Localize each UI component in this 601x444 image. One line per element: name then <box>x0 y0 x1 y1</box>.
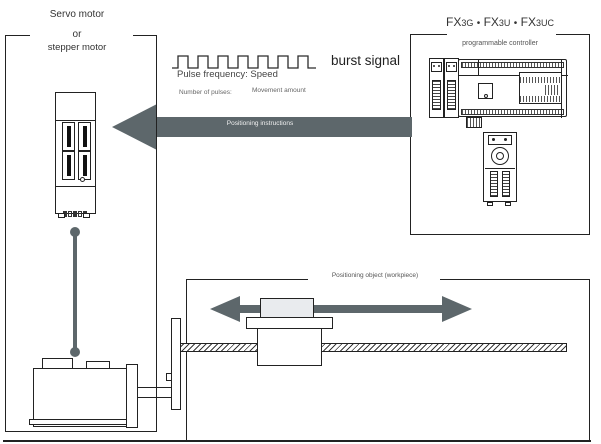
io-label-strip <box>520 77 560 83</box>
or-label: or <box>72 29 82 40</box>
plc-box-top-left <box>410 34 447 35</box>
module-foot <box>505 202 511 206</box>
mechanism-box-top-left <box>186 279 308 280</box>
pulse-frequency-label: Pulse frequency: Speed <box>177 69 278 80</box>
positioning-arrow <box>112 104 412 150</box>
model-separator: • <box>476 18 481 29</box>
mechanism-box-top-right <box>440 279 590 280</box>
bracket-left-line <box>5 35 6 432</box>
cable-end-dot <box>70 347 80 357</box>
plc-box <box>410 34 590 235</box>
motor-cable <box>73 232 77 352</box>
amplifier-screw-icon <box>80 177 85 182</box>
positioning-instructions-label: Positioning instructions <box>226 120 294 127</box>
model-sub: 3U <box>498 18 511 28</box>
bracket-top-right-line <box>133 35 157 36</box>
pulse-waveform <box>172 55 316 69</box>
bracket-bottom-line <box>5 431 157 432</box>
movement-amount-label: Movement amount <box>252 87 306 94</box>
machine-base-line <box>3 440 591 442</box>
amplifier-connector <box>78 151 91 180</box>
amplifier-connector <box>62 122 75 151</box>
stepper-motor-label: stepper motor <box>47 42 107 53</box>
screw-support-plate <box>171 318 181 410</box>
model-sub: 3UC <box>535 18 554 28</box>
workpiece-table <box>246 317 333 329</box>
module-pin-column <box>502 171 510 197</box>
expansion-module <box>429 58 444 118</box>
motor-base <box>29 419 133 425</box>
plc-box-top-right <box>556 34 590 35</box>
model-base: FX <box>483 15 499 29</box>
amplifier-connector <box>62 151 75 180</box>
io-terminal-strip <box>461 109 564 115</box>
module-pin-column <box>490 171 498 197</box>
model-base: FX <box>520 15 536 29</box>
io-label-strip <box>520 96 560 102</box>
io-terminal-strip <box>461 62 564 68</box>
model-separator: • <box>513 18 518 29</box>
ball-screw <box>176 343 567 352</box>
cover-screw-icon <box>484 94 488 98</box>
support-step <box>166 373 172 381</box>
burst-signal-label: burst signal <box>331 53 401 68</box>
plc-subtitle: programmable controller <box>462 40 538 47</box>
servo-motor-label: Servo motor <box>49 9 105 20</box>
number-of-pulses-label: Number of pulses: <box>179 89 232 96</box>
pulse-module <box>483 132 517 202</box>
model-sub: 3G <box>461 18 474 28</box>
bracket-top-left-line <box>5 35 30 36</box>
amplifier-foot <box>58 213 65 218</box>
workpiece <box>260 298 314 318</box>
front-cover <box>478 83 493 99</box>
expansion-module <box>444 58 459 118</box>
mechanism-box <box>186 279 590 441</box>
amplifier-foot <box>83 213 90 218</box>
model-base: FX <box>446 15 462 29</box>
amplifier-panel-line-bottom <box>55 186 96 187</box>
screw-nut-block <box>257 328 322 366</box>
plc-main-unit <box>458 59 568 118</box>
amplifier-connector <box>78 122 91 151</box>
motor-flange <box>126 364 138 428</box>
workpiece-label: Positioning object (workpiece) <box>331 272 419 279</box>
dial-inner-icon <box>496 152 504 160</box>
amplifier-terminal-strip <box>63 204 93 217</box>
bracket-right-line <box>156 35 157 432</box>
plc-models-label: FX3G • FX3U • FX3UC <box>410 15 590 30</box>
travel-arrow <box>210 296 472 322</box>
motor-shaft <box>138 387 172 398</box>
amplifier-panel-line-top <box>55 120 96 121</box>
plc-bottom-connector <box>466 117 482 128</box>
module-foot <box>487 202 493 206</box>
cable-end-dot <box>70 227 80 237</box>
led-indicators <box>545 85 559 95</box>
